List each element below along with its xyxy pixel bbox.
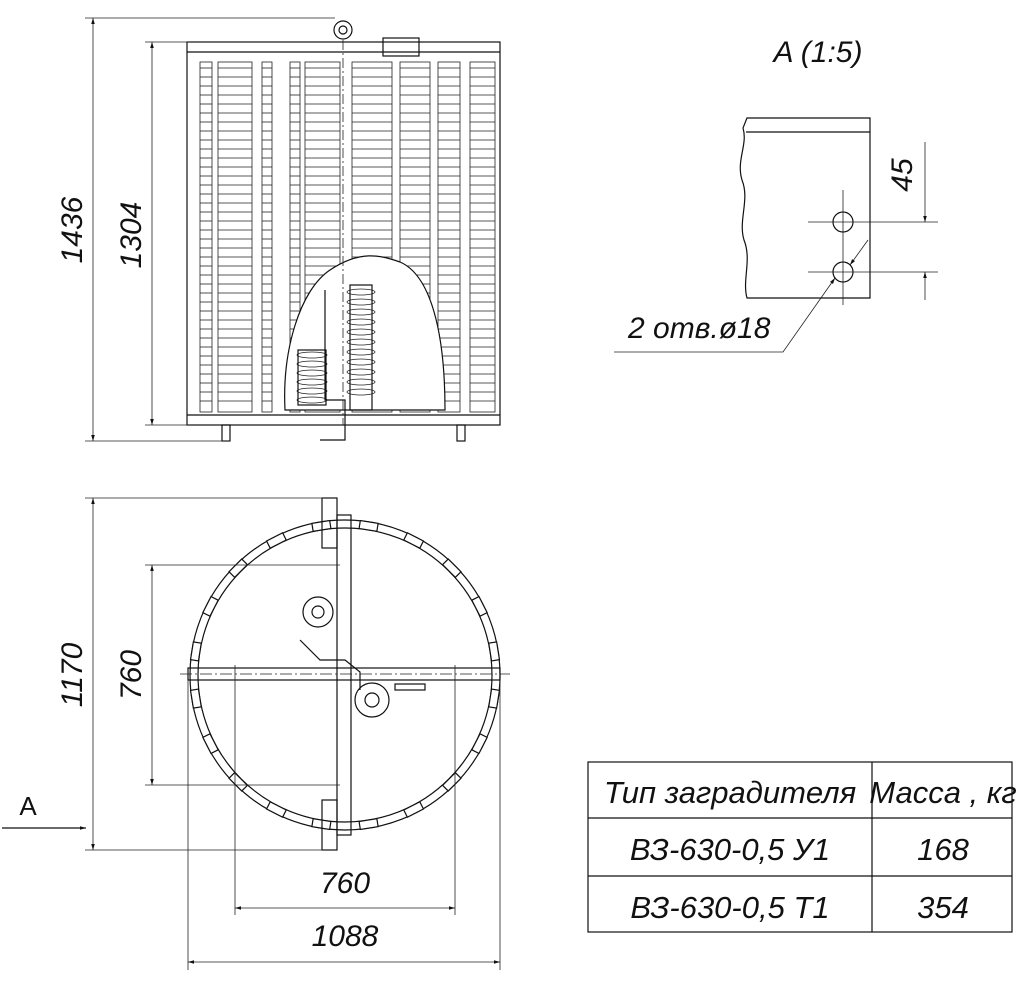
connection-lead [299, 639, 361, 690]
detail-a: A (1:5) 45 2 отв.ø18 [614, 36, 938, 353]
coil-clamp [202, 732, 219, 755]
table-header-type: Тип заградителя [604, 775, 856, 810]
dim-hole-spacing: 45 [886, 158, 919, 192]
insulator-shed [346, 288, 376, 296]
insulator-shed [346, 348, 376, 356]
clamps [189, 519, 501, 831]
coil-clamp [471, 595, 488, 618]
insulator-shed [346, 318, 376, 326]
insulator-shed [346, 328, 376, 336]
coil-clamp [265, 532, 288, 549]
frame-outline [186, 41, 501, 426]
dim-coil-height: 1304 [115, 202, 148, 269]
coil-clamp [265, 801, 288, 818]
insulator-shed [346, 368, 376, 376]
mount-bracket-top [321, 497, 338, 549]
cutaway-region [284, 255, 446, 411]
table-header-mass: Масса , кг [869, 775, 1016, 810]
insulator-shed [346, 308, 376, 316]
coil-column [469, 61, 496, 413]
view-arrow-label: A [19, 791, 37, 821]
front-view: 1436 1304 [56, 17, 501, 442]
insulator-shed [346, 388, 376, 396]
insulator-top-small [302, 596, 334, 628]
detail-plate [739, 117, 871, 299]
coil-clamp [402, 801, 425, 818]
insulator-top-large [354, 682, 390, 718]
dim-depth: 1170 [56, 642, 89, 707]
arrester-insulator-large [346, 284, 376, 411]
table-cell-mass: 168 [917, 832, 969, 867]
coil-clamp [441, 558, 462, 579]
coil-clamp [358, 818, 379, 831]
hole-callout: 2 отв.ø18 [627, 312, 771, 345]
cross-beam-vertical [336, 514, 352, 836]
insulator-shed [346, 358, 376, 366]
coil-clamp [189, 688, 202, 709]
insulator-shed [296, 387, 328, 395]
dim-inner-vertical: 760 [115, 650, 148, 700]
coil-column [289, 61, 301, 413]
coil-column [437, 61, 461, 413]
insulator-shed [346, 378, 376, 386]
coil-clamp [228, 771, 249, 792]
bus-bracket [320, 290, 346, 441]
dim-width: 1088 [312, 920, 379, 953]
coil-column [217, 61, 253, 413]
coil-clamp [488, 641, 501, 662]
foot-left [221, 424, 231, 442]
foot-right [456, 424, 466, 442]
coil-column [261, 61, 273, 413]
dim-inner-horizontal: 760 [320, 867, 370, 900]
lifting-eye [333, 20, 353, 40]
coil-column [199, 61, 213, 413]
detail-title: A (1:5) [772, 36, 863, 69]
top-view: 1170 760 760 1088 A [2, 497, 510, 970]
insulator-shed [346, 298, 376, 306]
coil-clamp [202, 595, 219, 618]
insulator-shed [296, 378, 328, 386]
terminal [394, 683, 426, 691]
coil-clamp [358, 519, 379, 532]
coil-clamp [402, 532, 425, 549]
coil-clamp [471, 732, 488, 755]
hole-leader-line [614, 277, 836, 353]
insulator-shed [296, 369, 328, 377]
mass-table: Тип заградителя Масса , кг ВЗ-630-0,5 У1… [587, 761, 1017, 933]
insulator-shed [296, 351, 328, 359]
table-cell-type: ВЗ-630-0,5 У1 [630, 832, 830, 867]
dim-total-height: 1436 [56, 196, 89, 263]
insulator-shed [296, 360, 328, 368]
coil-clamp [311, 519, 332, 532]
insulator-shed [346, 338, 376, 346]
table-cell-type: ВЗ-630-0,5 Т1 [630, 890, 829, 925]
table-cell-mass: 354 [917, 890, 969, 925]
coil-inner-circle [197, 527, 493, 823]
coil-clamp [488, 688, 501, 709]
coil-clamp [228, 558, 249, 579]
coil-clamp [441, 771, 462, 792]
mount-bracket-bottom [321, 799, 338, 851]
terminal-plate [382, 37, 420, 57]
coil-clamp [189, 641, 202, 662]
coil-clamp [311, 818, 332, 831]
